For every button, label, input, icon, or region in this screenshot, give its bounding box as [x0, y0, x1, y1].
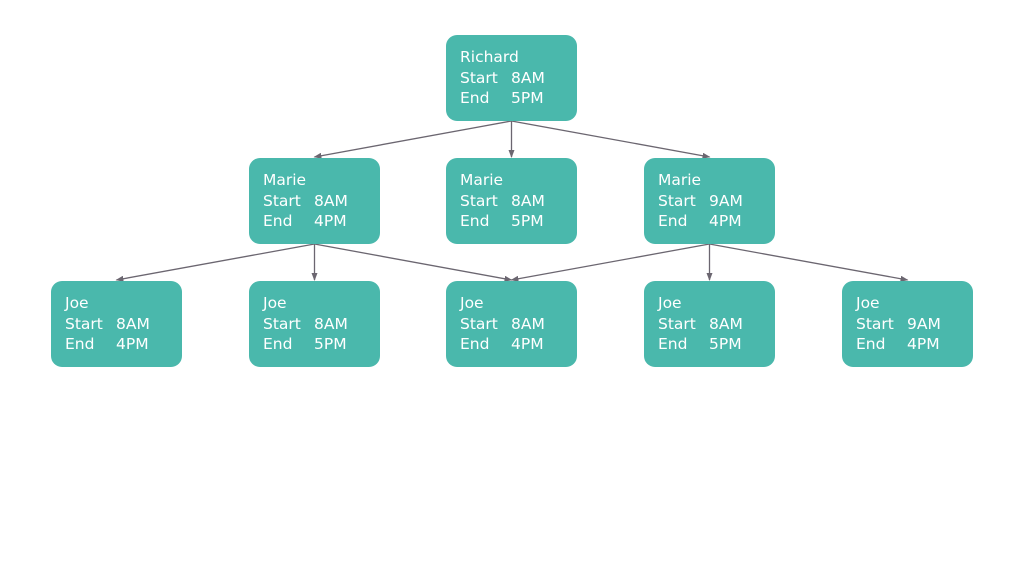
- node-name: Joe: [263, 294, 287, 312]
- end-time: 4PM: [907, 335, 940, 353]
- end-time: 4PM: [709, 212, 742, 230]
- start-time: 8AM: [511, 191, 545, 210]
- node-name: Richard: [460, 48, 519, 66]
- end-label: End: [658, 335, 688, 353]
- start-time: 8AM: [314, 314, 348, 333]
- start-label: Start: [460, 314, 498, 333]
- start-time: 9AM: [709, 191, 743, 210]
- connector-arrow: [115, 243, 315, 282]
- start-label: Start: [658, 314, 696, 333]
- end-time: 5PM: [511, 212, 544, 230]
- node-joe-2: Joe Start 8AM End 5PM: [249, 281, 380, 367]
- node-joe-4: Joe Start 8AM End 5PM: [644, 281, 775, 367]
- node-joe-5: Joe Start 9AM End 4PM: [842, 281, 973, 367]
- start-time: 8AM: [709, 314, 743, 333]
- end-label: End: [460, 212, 490, 230]
- start-time: 8AM: [314, 191, 348, 210]
- start-time: 8AM: [511, 68, 545, 87]
- end-time: 5PM: [709, 335, 742, 353]
- connector-arrow: [313, 120, 512, 159]
- node-marie-3: Marie Start 9AM End 4PM: [644, 158, 775, 244]
- node-joe-1: Joe Start 8AM End 4PM: [51, 281, 182, 367]
- start-label: Start: [263, 191, 301, 210]
- end-label: End: [460, 89, 490, 107]
- end-label: End: [460, 335, 490, 353]
- node-name: Marie: [263, 171, 307, 189]
- node-name: Joe: [658, 294, 682, 312]
- node-name: Joe: [460, 294, 484, 312]
- start-time: 8AM: [116, 314, 150, 333]
- start-time: 9AM: [907, 314, 941, 333]
- node-marie-2: Marie Start 8AM End 5PM: [446, 158, 577, 244]
- node-name: Marie: [658, 171, 702, 189]
- end-label: End: [856, 335, 886, 353]
- start-label: Start: [65, 314, 103, 333]
- node-name: Marie: [460, 171, 504, 189]
- connector-arrow: [314, 243, 513, 282]
- end-time: 4PM: [511, 335, 544, 353]
- node-name: Joe: [856, 294, 880, 312]
- start-label: Start: [460, 191, 498, 210]
- end-time: 4PM: [116, 335, 149, 353]
- end-time: 4PM: [314, 212, 347, 230]
- end-label: End: [263, 335, 293, 353]
- end-label: End: [658, 212, 688, 230]
- node-marie-1: Marie Start 8AM End 4PM: [249, 158, 380, 244]
- node-joe-3: Joe Start 8AM End 4PM: [446, 281, 577, 367]
- start-label: Start: [856, 314, 894, 333]
- start-time: 8AM: [511, 314, 545, 333]
- node-name: Joe: [65, 294, 89, 312]
- end-time: 5PM: [314, 335, 347, 353]
- start-label: Start: [460, 68, 498, 87]
- start-label: Start: [263, 314, 301, 333]
- end-label: End: [263, 212, 293, 230]
- connector-arrow: [709, 243, 909, 282]
- connector-arrow: [510, 243, 710, 282]
- start-label: Start: [658, 191, 696, 210]
- end-time: 5PM: [511, 89, 544, 107]
- node-richard: Richard Start 8AM End 5PM: [446, 35, 577, 121]
- end-label: End: [65, 335, 95, 353]
- connector-arrow: [511, 120, 711, 159]
